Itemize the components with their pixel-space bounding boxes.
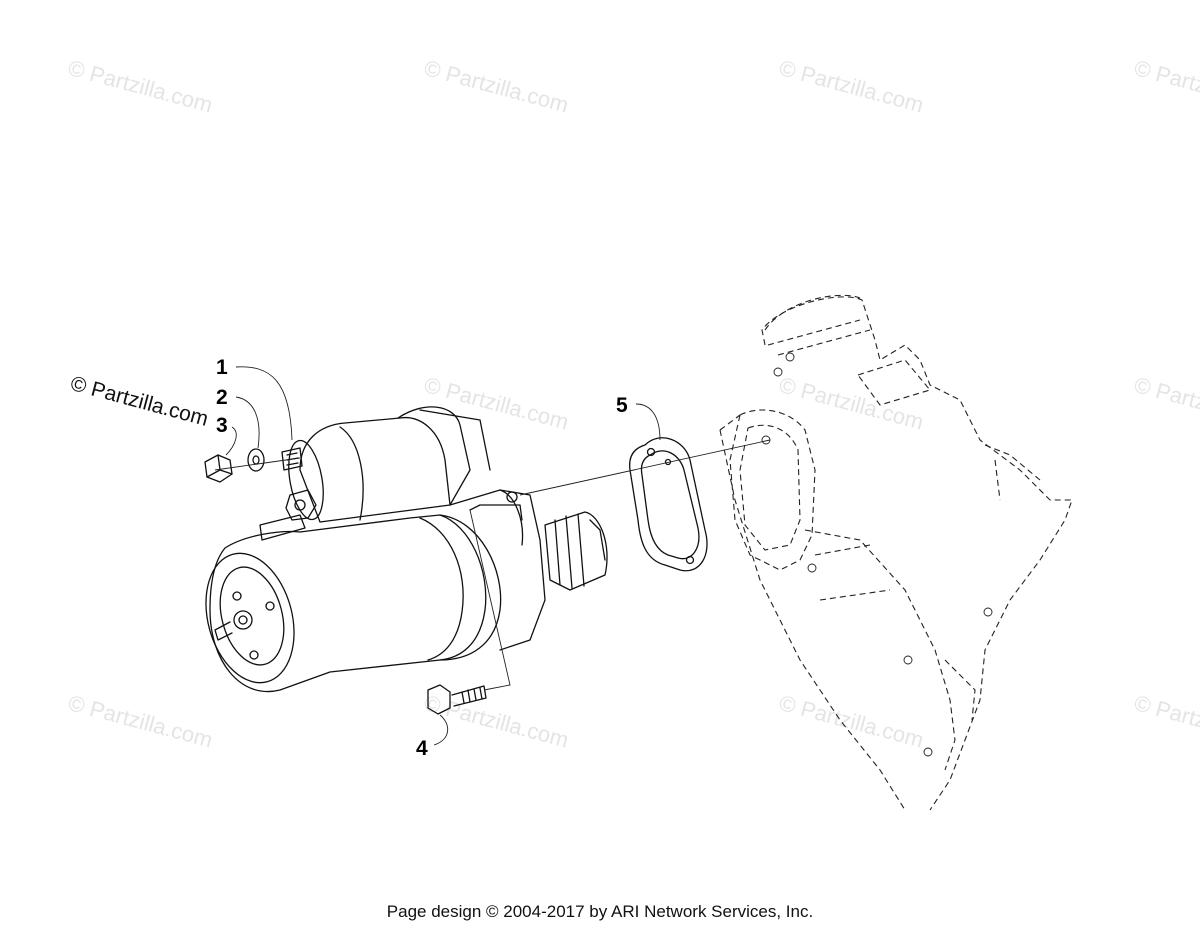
callout-1: 1 [216,356,228,379]
bolt-part-4 [427,684,487,715]
gasket-part-5 [629,437,708,572]
washer-part-2 [247,448,265,472]
leader-lines [214,366,771,746]
engine-housing [719,294,1073,811]
callout-3: 3 [216,414,228,437]
callout-4: 4 [416,737,428,760]
callout-2: 2 [216,386,228,409]
callout-5: 5 [616,394,628,417]
starter-motor [205,406,608,693]
footer-copyright: Page design © 2004-2017 by ARI Network S… [386,902,814,921]
nut-part-3 [204,454,233,483]
